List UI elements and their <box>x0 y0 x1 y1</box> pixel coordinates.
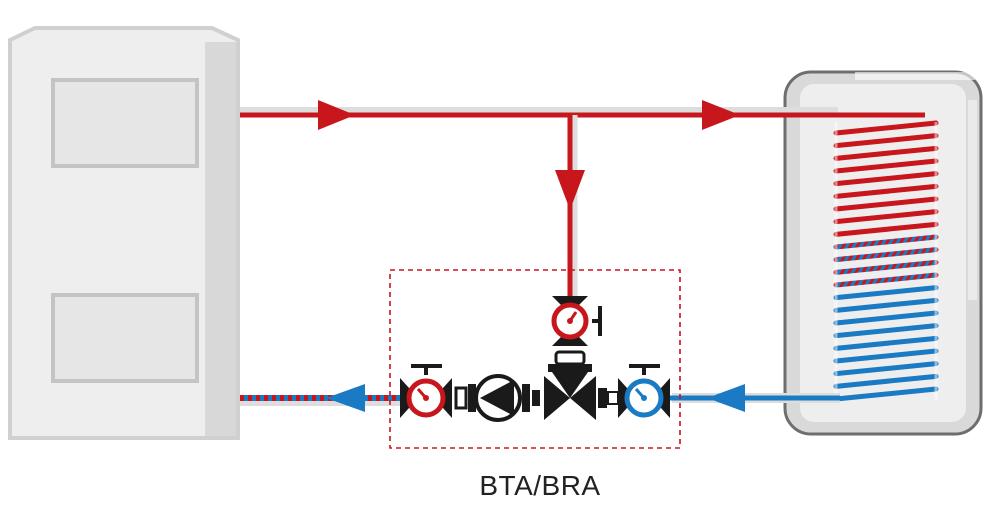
flow-arrow-icon <box>326 384 365 412</box>
coil-turn <box>833 297 939 313</box>
coil-turn <box>833 196 939 212</box>
coil-turn <box>833 209 939 225</box>
coil-turn <box>833 183 939 199</box>
boiler-panel-top <box>51 78 199 168</box>
coil-turn <box>833 335 939 351</box>
coil-turn <box>833 285 939 301</box>
coil-turn <box>833 323 939 339</box>
flow-arrow-icon <box>555 170 585 210</box>
thermometer-icon <box>624 378 664 418</box>
station-border <box>389 269 681 449</box>
coil-turn <box>833 259 939 275</box>
coil-turn <box>833 348 939 364</box>
coil-turn <box>833 373 939 389</box>
coil-turn <box>833 221 939 237</box>
valve-assembly <box>400 296 670 422</box>
flow-arrow-icon <box>318 100 355 130</box>
flow-arrow-icon <box>702 100 740 130</box>
circulation-pump-icon <box>474 374 522 422</box>
coil-turn <box>833 145 939 161</box>
coil-turn <box>833 386 939 402</box>
coil-turn <box>833 120 939 136</box>
coil-turn <box>833 247 939 263</box>
station-label: BTA/BRA <box>479 470 601 501</box>
coil-turn <box>833 234 939 250</box>
coil-turn <box>833 361 939 377</box>
boiler-icon <box>8 26 240 440</box>
flow-arrow-icon <box>707 384 745 412</box>
mixing-valve-icon <box>544 350 596 420</box>
thermometer-icon <box>406 378 446 418</box>
boiler-panel-bottom <box>51 293 199 383</box>
coil-turn <box>833 133 939 149</box>
coil-turn <box>833 272 939 288</box>
heating-coil <box>833 120 939 402</box>
mixed-return-pipe <box>240 395 402 406</box>
coil-turn <box>833 310 939 326</box>
coil-turn <box>833 171 939 187</box>
thermometer-icon <box>551 302 589 340</box>
coil-turn <box>833 158 939 174</box>
